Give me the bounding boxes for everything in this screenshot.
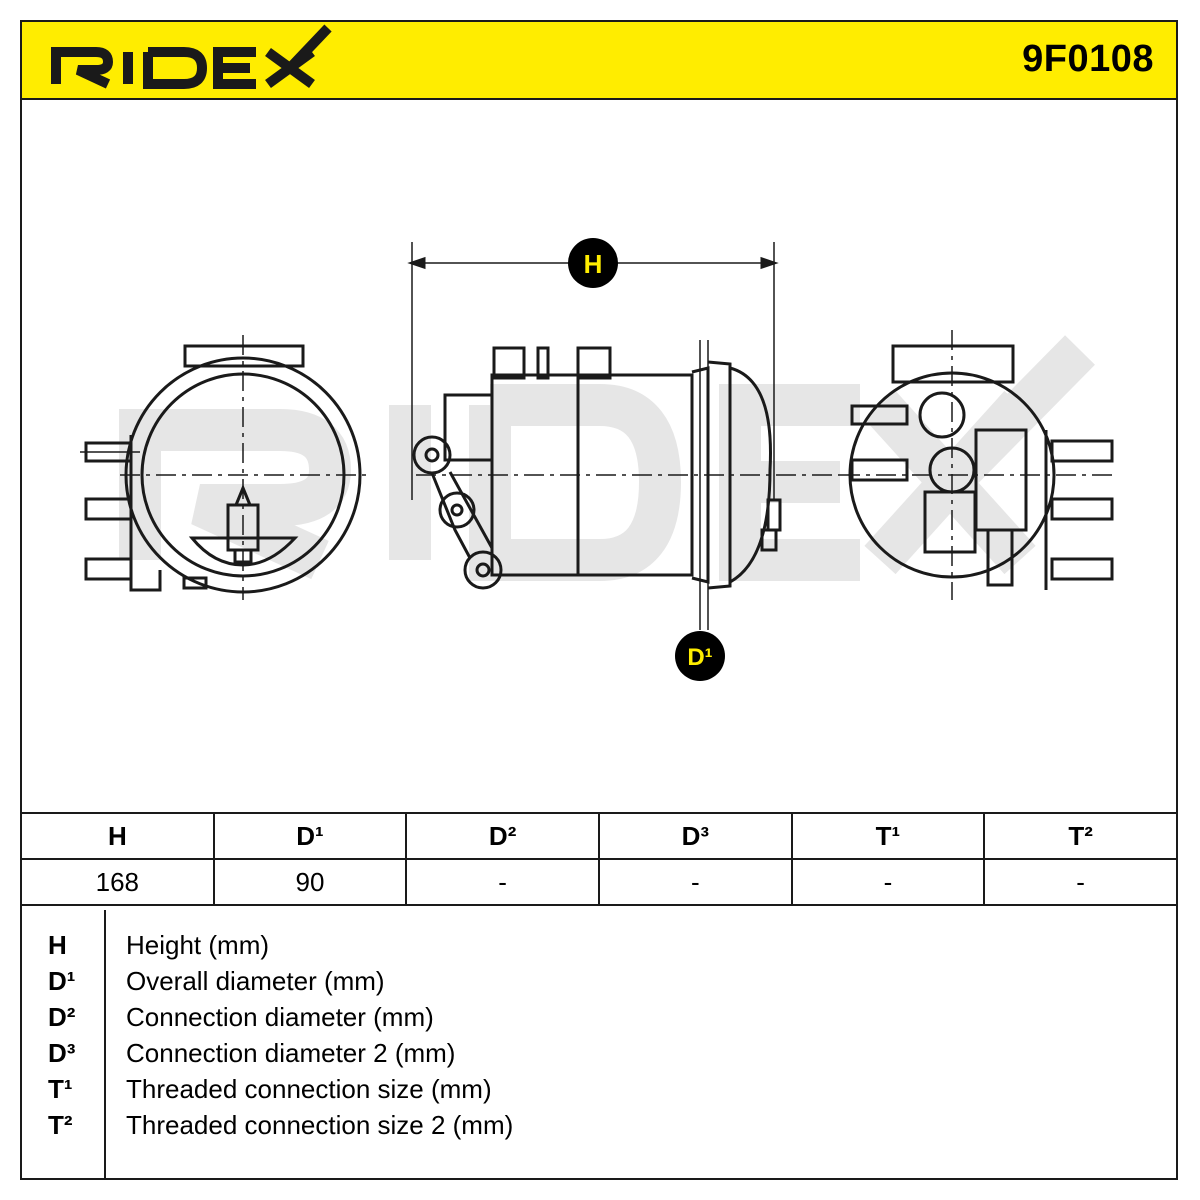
legend-description: Overall diameter (mm) (126, 966, 385, 996)
value-t1: - (790, 858, 986, 906)
svg-text:H: H (584, 249, 603, 279)
svg-text:D¹: D¹ (687, 644, 712, 671)
end-view-right (840, 330, 1115, 600)
side-view-center (407, 242, 840, 630)
part-number: 9F0108 (1022, 38, 1154, 80)
legend-item: T² Threaded connection size 2 (mm) (22, 1110, 1122, 1146)
value-d2: - (405, 858, 600, 906)
value-h: 168 (20, 858, 215, 906)
value-d1: 90 (212, 858, 408, 906)
legend-symbol: D¹ (48, 966, 76, 996)
legend: H Height (mm) D¹ Overall diameter (mm) D… (20, 910, 1178, 1180)
legend-symbol: T² (48, 1110, 73, 1140)
header-d3: D³ (597, 812, 793, 860)
legend-item: D³ Connection diameter 2 (mm) (22, 1038, 1122, 1074)
header-d2: D² (405, 812, 600, 860)
legend-item: D¹ Overall diameter (mm) (22, 966, 1122, 1002)
legend-item: D² Connection diameter (mm) (22, 1002, 1122, 1038)
ridex-logo (51, 24, 332, 89)
legend-symbol: H (48, 930, 67, 960)
legend-description: Threaded connection size 2 (mm) (126, 1110, 514, 1140)
diameter-callout: D¹ (675, 631, 725, 681)
header-t2: T² (983, 812, 1178, 860)
header-d1: D¹ (212, 812, 408, 860)
legend-item: H Height (mm) (22, 930, 1122, 966)
legend-divider (104, 910, 106, 1178)
header-h: H (20, 812, 215, 860)
header-bar: 9F0108 (20, 20, 1178, 100)
legend-description: Threaded connection size (mm) (126, 1074, 492, 1104)
legend-description: Height (mm) (126, 930, 270, 960)
legend-item: T¹ Threaded connection size (mm) (22, 1074, 1122, 1110)
end-view-left (80, 335, 370, 600)
header-t1: T¹ (790, 812, 986, 860)
legend-description: Connection diameter 2 (mm) (126, 1038, 456, 1068)
legend-symbol: T¹ (48, 1074, 73, 1104)
height-callout: H (568, 238, 618, 288)
value-d3: - (597, 858, 793, 906)
table-header-row: H D¹ D² D³ T¹ T² (20, 812, 1178, 860)
value-t2: - (983, 858, 1178, 906)
technical-drawing: H D¹ (80, 238, 1115, 681)
dimensions-table: H D¹ D² D³ T¹ T² 168 90 - - - - (20, 812, 1178, 906)
legend-symbol: D³ (48, 1038, 76, 1068)
legend-description: Connection diameter (mm) (126, 1002, 434, 1032)
legend-symbol: D² (48, 1002, 76, 1032)
table-row: 168 90 - - - - (20, 858, 1178, 906)
